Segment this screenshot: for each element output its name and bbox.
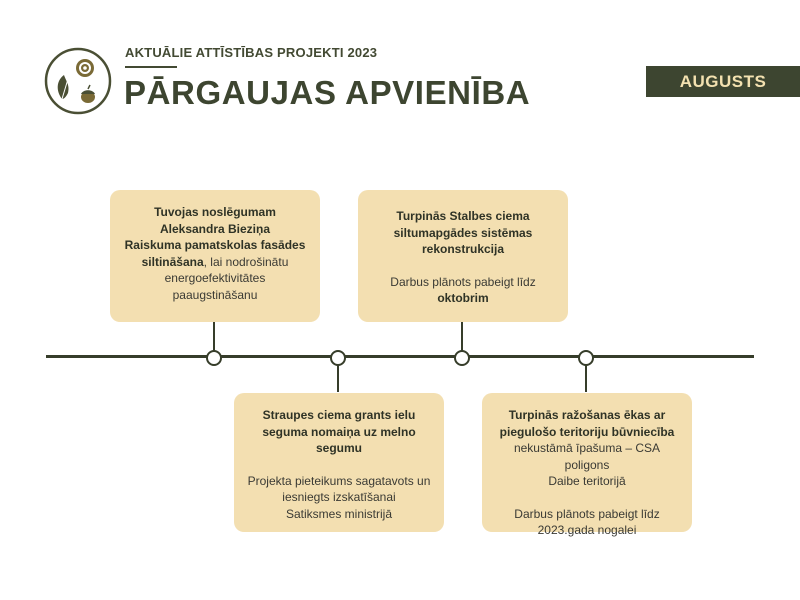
timeline-stem-1 xyxy=(213,322,215,356)
card2-desc-2: iesniegts izskatīšanai xyxy=(282,490,396,504)
header-divider xyxy=(125,66,177,68)
card4-title-1: Turpinās ražošanas ēkas ar xyxy=(508,408,666,422)
card4-desc-3: Darbus plānots pabeigt līdz xyxy=(514,506,660,521)
card2-desc-1: Projekta pieteikums sagatavots un xyxy=(247,473,431,488)
card1-line-6: paaugstināšanu xyxy=(172,287,258,302)
card2-title-3: segumu xyxy=(315,441,362,455)
timeline-stem-4 xyxy=(585,358,587,392)
card4-title-2: piegulošo teritoriju būvniecība xyxy=(499,424,675,439)
project-card-4: Turpinās ražošanas ēkas ar piegulošo ter… xyxy=(482,393,692,537)
card3-title-3: rekonstrukcija xyxy=(421,242,505,256)
timeline-dot-4 xyxy=(578,350,594,366)
card2-title-2: seguma nomaiņa uz melno xyxy=(262,424,416,439)
card4-desc-2: Daibe teritorijā xyxy=(548,474,626,488)
project-card-2: Straupes ciema grants ielu seguma nomaiņ… xyxy=(234,393,444,532)
card1-title-3: Raiskuma pamatskolas fasādes xyxy=(124,238,306,252)
card1-line-5: energoefektivitātes xyxy=(164,271,266,285)
card3-desc-1: Darbus plānots pabeigt līdz xyxy=(390,274,536,289)
timeline-dot-2 xyxy=(330,350,346,366)
card3-title-1: Turpinās Stalbes ciema xyxy=(396,209,530,223)
project-card-3: Turpinās Stalbes ciema siltumapgādes sis… xyxy=(358,190,568,322)
header-kicker: AKTUĀLIE ATTĪSTĪBAS PROJEKTI 2023 xyxy=(125,45,378,60)
timeline-line xyxy=(46,355,754,358)
timeline-dot-3 xyxy=(454,350,470,366)
card2-desc-3: Satiksmes ministrijā xyxy=(285,506,393,521)
project-card-1: Tuvojas noslēgumam Aleksandra Bieziņa Ra… xyxy=(110,190,320,322)
timeline-stem-3 xyxy=(461,322,463,356)
page-title: PĀRGAUJAS APVIENĪBA xyxy=(124,74,531,111)
month-badge: AUGUSTS xyxy=(646,66,800,97)
card1-title-4: siltināšana xyxy=(141,254,204,269)
timeline-stem-2 xyxy=(337,358,339,392)
card1-title-rest: , lai nodrošinātu xyxy=(203,254,289,269)
card3-desc-bold: oktobrim xyxy=(437,291,489,305)
card3-title-2: siltumapgādes sistēmas xyxy=(393,225,533,240)
card1-title-1: Tuvojas noslēgumam xyxy=(154,205,276,219)
oak-leaf-flower-emblem-icon xyxy=(44,47,112,115)
card4-desc-4: 2023.gada nogalei xyxy=(537,523,637,537)
timeline-dot-1 xyxy=(206,350,222,366)
card1-title-2: Aleksandra Bieziņa xyxy=(159,221,271,236)
card2-title-1: Straupes ciema grants ielu xyxy=(262,408,416,422)
card4-desc-1: nekustāmā īpašuma – CSA poligons xyxy=(513,441,661,472)
